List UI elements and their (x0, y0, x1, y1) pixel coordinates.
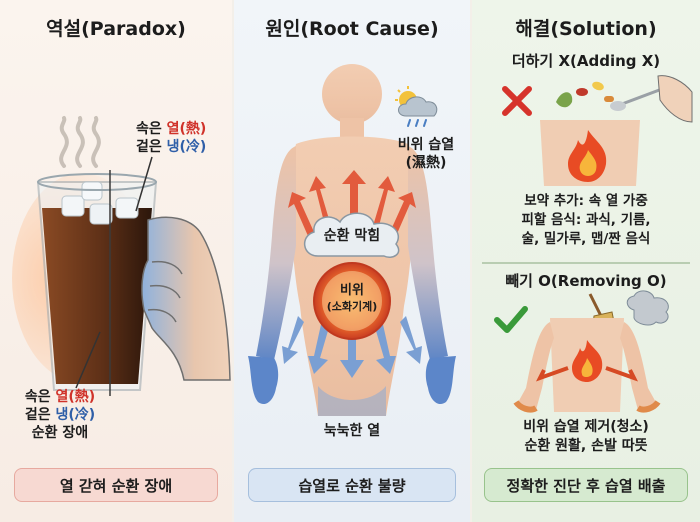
heat-note: 눅눅한 열 (323, 423, 381, 439)
weather-line1: 비위 습열 (397, 137, 455, 153)
removing-torso (513, 318, 661, 413)
pointer-line-bottom (75, 331, 101, 389)
paradox-panel: 역설(Paradox) (0, 0, 232, 522)
removing-line1: 비위 습열 제거(청소) (523, 419, 649, 435)
cool-arrows-down (282, 316, 422, 378)
adding-line1: 보약 추가: 속 열 가중 (524, 193, 648, 209)
bottom-line2-cold: 냉(冷) (55, 407, 96, 423)
organ-line1: 비위 (340, 283, 364, 298)
solution-title: 해결(Solution) (515, 18, 657, 40)
paradox-footer: 열 갇혀 순환 장애 (14, 468, 218, 502)
iced-coffee-icon (12, 170, 158, 396)
hand-icon (141, 216, 231, 381)
section-divider (482, 262, 690, 264)
adding-text: 보약 추가: 속 열 가중 피할 음식: 과식, 기름, 술, 밀가루, 맵/짠… (476, 192, 696, 249)
blockage-cloud (304, 212, 400, 258)
steam-icon (59, 116, 101, 168)
supplement-icon (556, 75, 693, 123)
adding-title: 더하기 X(Adding X) (511, 52, 661, 70)
removing-title: 빼기 O(Removing O) (505, 272, 667, 290)
removing-line2: 순환 원활, 손발 따뜻 (524, 438, 648, 454)
paradox-title: 역설(Paradox) (46, 18, 186, 40)
cross-icon (502, 86, 532, 116)
top-line1-hot: 열(熱) (166, 121, 207, 137)
blockage-label: 순환 막힘 (323, 228, 381, 244)
adding-line2: 피할 음식: 과식, 기름, (521, 212, 651, 228)
top-line1-a: 속은 (136, 121, 167, 137)
bottom-line1-a: 속은 (24, 389, 56, 405)
weather-label: 비위 습열 (濕熱) (386, 136, 466, 172)
solution-panel: 해결(Solution) 더하기 X(Adding X) 보약 추가: 속 열 … (472, 0, 700, 522)
bottom-line3: 순환 장애 (31, 425, 89, 441)
root-cause-title: 원인(Root Cause) (265, 18, 439, 40)
organ-line2: (소화기계) (326, 300, 378, 313)
bottom-annotation: 속은 열(熱) 겉은 냉(冷) 순환 장애 (12, 388, 108, 442)
bottom-line2-a: 겉은 (24, 407, 56, 423)
bottom-line1-hot: 열(熱) (55, 389, 96, 405)
root-cause-panel: 원인(Root Cause) (234, 0, 470, 522)
top-line2-a: 겉은 (136, 139, 167, 155)
fire-icon (568, 130, 607, 182)
solution-footer: 정확한 진단 후 습열 배출 (484, 468, 688, 502)
top-line2-cold: 냉(冷) (166, 139, 207, 155)
organ-label: 비위 (소화기계) (311, 283, 393, 315)
pointer-line (135, 156, 153, 212)
adding-line3: 술, 밀가루, 맵/짠 음식 (521, 231, 651, 247)
root-cause-footer: 습열로 순환 불량 (248, 468, 456, 502)
removing-text: 비위 습열 제거(청소) 순환 원활, 손발 따뜻 (476, 418, 696, 456)
fire-organ (313, 262, 391, 340)
cloud-rain-icon (395, 86, 438, 127)
check-icon (494, 306, 528, 333)
top-annotation: 속은 열(熱) 겉은 냉(冷) (136, 120, 226, 156)
weather-line2: (濕熱) (405, 155, 447, 171)
